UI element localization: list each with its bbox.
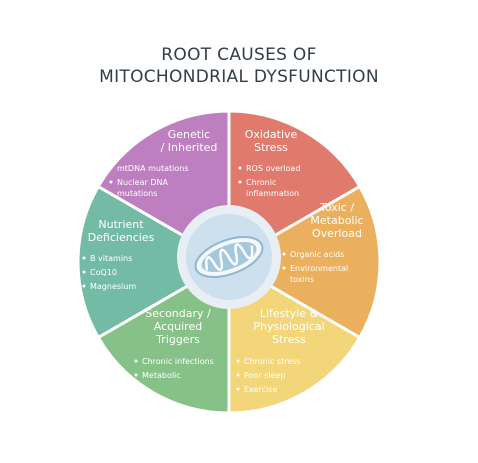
bullet-icon [236,359,240,363]
bullet-icon [282,252,286,256]
bullet-icon [134,359,138,363]
secondary-title-line: Secondary / [145,307,211,320]
bullet-icon [82,270,86,274]
nutrient-item: B vitamins [90,254,132,263]
genetic-title-line: Genetic [168,128,210,141]
lifestyle-item: Chronic stress [244,357,301,366]
bullet-icon [236,387,240,391]
oxidative-item: Chronic [246,178,276,187]
oxidative-item: ROS overload [246,164,300,173]
segment-label-genetic: Genetic/ Inherited mtDNA mutationsNuclear… [109,128,218,198]
lifestyle-title-line: Stress [272,333,306,346]
genetic-item: Nuclear DNA [117,178,168,187]
segment-text: Genetic/ Inherited mtDNA mutationsNuclear… [82,128,364,394]
mitochondrion-icon [194,236,264,278]
toxic-title-line: Toxic / [319,201,354,214]
toxic-item: Environmental [290,264,348,273]
nutrient-title-line: Nutrient [98,218,144,231]
segment-lifestyle [96,259,231,415]
oxidative-title-line: Oxidative [245,128,298,141]
genetic-title-line: / Inherited [161,141,218,154]
title-line-1: ROOT CAUSES OF [161,45,317,65]
nutrient-title-line: Deficiencies [88,231,155,244]
bullet-icon [109,166,113,170]
secondary-item: Chronic infections [142,357,214,366]
segment-oxidative [225,184,382,340]
lifestyle-title-line: Lifestyle & [260,307,319,320]
center-hub [177,205,281,309]
toxic-title-line: Metabolic [310,214,363,227]
secondary-title-line: Acquired [154,320,202,333]
segment-toxic [227,259,362,415]
bullet-icon [82,284,86,288]
genetic-item: mutations [117,189,157,198]
title-line-2: MITOCHONDRIAL DYSFUNCTION [99,67,379,87]
toxic-item: toxins [290,275,314,284]
genetic-item: mtDNA mutations [117,164,188,173]
toxic-item: Organic acids [290,250,344,259]
secondary-title-line: Triggers [155,333,200,346]
segment-secondary [76,184,232,340]
bullet-icon [109,180,113,184]
nutrient-item: Magnesium [90,282,136,291]
lifestyle-item: Exercise [244,385,277,394]
bullet-icon [282,266,286,270]
oxidative-title-line: Stress [254,141,288,154]
bullet-icon [238,180,242,184]
secondary-item: Metabolic [142,371,181,380]
bullet-icon [82,256,86,260]
page-title: ROOT CAUSES OF MITOCHONDRIAL DYSFUNCTION [0,44,478,88]
oxidative-item: inflammation [246,189,299,198]
bullet-icon [134,373,138,377]
lifestyle-item: Poor sleep [244,371,285,380]
nutrient-item: CoQ10 [90,268,117,277]
lifestyle-title-line: Physiological [253,320,324,333]
bullet-icon [236,373,240,377]
bullet-icon [238,166,242,170]
toxic-title-line: Overload [312,227,362,240]
